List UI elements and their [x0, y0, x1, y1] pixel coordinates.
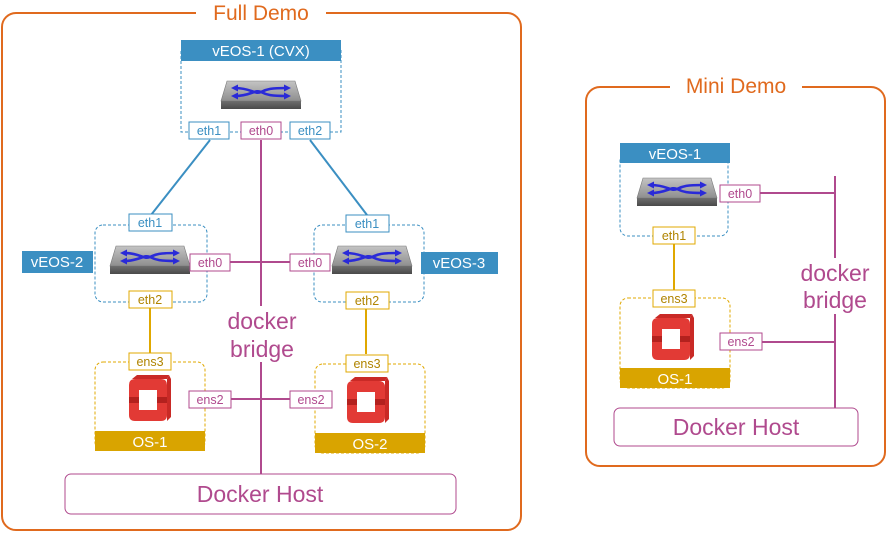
mini-docker-bridge-label: docker bridge: [798, 258, 872, 314]
svg-text:bridge: bridge: [803, 287, 867, 313]
veos1-port-eth0: eth0: [240, 121, 282, 140]
os1-label: OS-1: [132, 434, 167, 451]
mini-veos1-label: vEOS-1: [649, 146, 702, 163]
mini-demo-frame: Mini Demo: [585, 73, 886, 467]
full-demo-frame: Full Demo: [1, 1, 522, 531]
mini-docker-host: Docker Host: [613, 407, 859, 447]
veos2-port-eth2: eth2: [128, 290, 173, 309]
svg-text:ens2: ens2: [727, 335, 754, 349]
svg-text:ens3: ens3: [136, 355, 163, 369]
svg-text:eth1: eth1: [197, 124, 221, 138]
veos1-port-eth2: eth2: [289, 121, 331, 140]
network-switch-icon: [330, 244, 414, 276]
svg-text:docker: docker: [227, 308, 296, 334]
svg-text:ens3: ens3: [660, 292, 687, 306]
network-switch-icon: [108, 244, 192, 276]
mini-os1-label: OS-1: [657, 371, 692, 388]
svg-text:docker: docker: [800, 260, 869, 286]
veos3-node: vEOS-3: [313, 224, 498, 303]
full-docker-bridge-label: docker bridge: [222, 306, 302, 362]
veos2-label: vEOS-2: [31, 254, 84, 271]
mini-demo-title: Mini Demo: [686, 75, 786, 98]
svg-text:eth1: eth1: [138, 216, 162, 230]
svg-text:eth0: eth0: [198, 256, 222, 270]
openstack-logo-icon: [347, 377, 389, 423]
veos3-port-eth1: eth1: [345, 214, 390, 233]
veos3-label: vEOS-3: [433, 255, 486, 272]
full-demo-title: Full Demo: [213, 2, 309, 25]
svg-text:eth0: eth0: [298, 256, 322, 270]
openstack-logo-icon: [652, 314, 694, 360]
os2-port-ens2: ens2: [289, 390, 333, 409]
svg-text:eth2: eth2: [138, 293, 162, 307]
mini-veos1-port-eth0: eth0: [719, 184, 761, 203]
mini-os1-port-ens3: ens3: [652, 289, 696, 308]
svg-text:ens3: ens3: [353, 357, 380, 371]
svg-text:eth2: eth2: [298, 124, 322, 138]
network-switch-icon: [219, 79, 303, 111]
svg-text:eth1: eth1: [662, 229, 686, 243]
os2-label: OS-2: [352, 436, 387, 453]
svg-text:bridge: bridge: [230, 336, 294, 362]
veos1-cvx-label: vEOS-1 (CVX): [212, 43, 310, 60]
os2-node: OS-2: [314, 363, 426, 454]
full-docker-host: Docker Host: [64, 473, 457, 515]
veos2-node: vEOS-2: [22, 224, 208, 303]
os1-port-ens2: ens2: [188, 390, 232, 409]
mini-os1-node: OS-1: [619, 297, 731, 389]
veos3-port-eth0: eth0: [289, 253, 331, 272]
os1-node: OS-1: [94, 361, 206, 451]
veos2-port-eth1: eth1: [128, 213, 173, 232]
mini-veos1-port-eth1: eth1: [652, 226, 696, 245]
svg-text:eth1: eth1: [355, 217, 379, 231]
svg-text:eth2: eth2: [355, 294, 379, 308]
network-switch-icon: [635, 176, 719, 208]
veos1-cvx-node: vEOS-1 (CVX): [180, 40, 342, 133]
svg-text:Docker Host: Docker Host: [197, 481, 324, 507]
veos3-port-eth2: eth2: [345, 291, 390, 310]
mini-os1-port-ens2: ens2: [719, 332, 763, 351]
os2-port-ens3: ens3: [345, 354, 389, 373]
openstack-logo-icon: [129, 375, 171, 421]
svg-text:Docker Host: Docker Host: [673, 414, 800, 440]
veos2-port-eth0: eth0: [189, 253, 231, 272]
svg-text:ens2: ens2: [196, 393, 223, 407]
os1-port-ens3: ens3: [128, 352, 172, 371]
veos1-port-eth1: eth1: [188, 121, 230, 140]
svg-text:ens2: ens2: [297, 393, 324, 407]
svg-text:eth0: eth0: [249, 124, 273, 138]
svg-text:eth0: eth0: [728, 187, 752, 201]
mini-veos1-node: vEOS-1: [619, 143, 730, 237]
